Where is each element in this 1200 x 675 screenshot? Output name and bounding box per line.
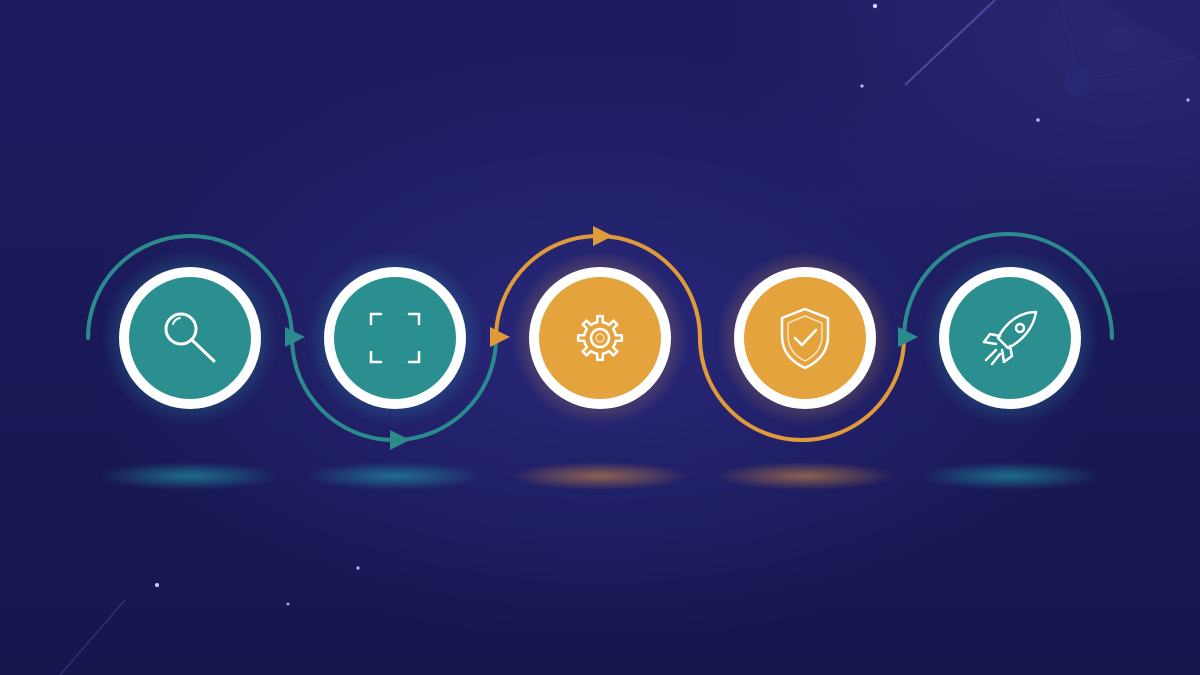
arrowhead (285, 327, 305, 347)
search-icon (164, 312, 216, 363)
reflection-glow (920, 462, 1100, 490)
bg-node (1064, 68, 1092, 96)
rocket-icon (982, 310, 1038, 366)
sparkle (1036, 118, 1040, 122)
shield-check-icon (780, 307, 830, 370)
step-scan (307, 250, 483, 426)
step-rocket (922, 250, 1098, 426)
step-search (102, 250, 278, 426)
step-shield (717, 250, 893, 426)
arc-start (86, 234, 294, 340)
arrowhead (390, 430, 410, 450)
bg-shape (1100, 0, 1200, 60)
arc-link-3-4 (698, 336, 906, 442)
background-decor (59, 0, 1200, 675)
sparkle (872, 3, 878, 9)
arrowheads (285, 226, 918, 450)
scan-frame-icon (369, 312, 421, 364)
sparkle (860, 84, 864, 88)
sparkle (286, 602, 290, 606)
reflection-glow (305, 462, 485, 490)
gear-icon (576, 314, 624, 362)
arrowhead (490, 327, 510, 347)
reflection-glow (100, 462, 280, 490)
sparkle (356, 566, 360, 570)
arc-end (902, 232, 1114, 340)
node-fill (129, 277, 251, 399)
floor-reflections (100, 462, 1100, 490)
reflection-glow (715, 462, 895, 490)
step-gear (512, 250, 688, 426)
node-fill (334, 277, 456, 399)
light-beam (904, 0, 996, 86)
node-fill (949, 277, 1071, 399)
light-beam (59, 599, 126, 675)
bg-line (1079, 54, 1200, 81)
sparkle (155, 583, 159, 587)
bg-line (1059, 0, 1081, 81)
sparkle (1186, 98, 1190, 102)
arrowhead (898, 327, 918, 347)
node-fill (744, 277, 866, 399)
arrowhead (593, 226, 613, 246)
reflection-glow (510, 462, 690, 490)
node-fill (539, 277, 661, 399)
